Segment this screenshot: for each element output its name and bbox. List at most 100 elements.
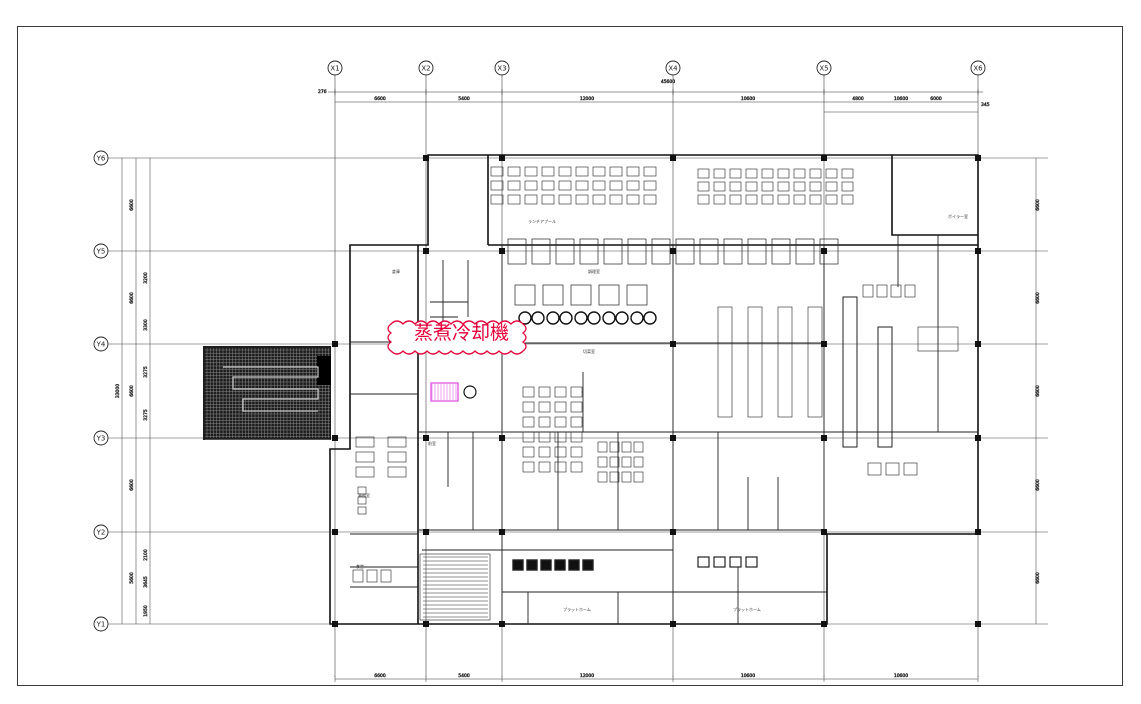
- interior-walls: [350, 235, 978, 624]
- equipment-item: [609, 180, 623, 191]
- room-label: プラットホーム: [563, 606, 591, 612]
- equipment-item: [522, 446, 535, 458]
- dim-extra-right: 345: [981, 102, 990, 108]
- column: [670, 621, 676, 627]
- equipment-item: [524, 180, 538, 191]
- column: [821, 529, 827, 535]
- equipment-item: [609, 194, 623, 205]
- equipment-item: [675, 238, 695, 265]
- equipment-item: [793, 194, 806, 205]
- equipment-item: [490, 194, 504, 205]
- dim-total-left: 33000: [115, 384, 121, 398]
- equipment-item: [524, 194, 538, 205]
- grid-bubble-x: X1: [327, 60, 343, 76]
- callout: 蒸煮冷却機: [387, 320, 527, 355]
- column: [670, 529, 676, 535]
- column: [821, 435, 827, 441]
- equipment-item: [558, 194, 572, 205]
- equipment-item: [512, 559, 524, 571]
- dim-label-right: 6600: [1035, 292, 1041, 304]
- equipment-item: [366, 569, 378, 583]
- equipment-item: [352, 569, 364, 583]
- dim-total-top: 45600: [661, 79, 675, 85]
- grid-label-x: X2: [421, 65, 430, 73]
- column: [332, 621, 338, 627]
- grid-bubble-x: X4: [665, 60, 681, 76]
- equipment-item: [555, 238, 575, 265]
- column: [423, 529, 429, 535]
- equipment-layout: [352, 166, 959, 583]
- equipment-item: [387, 466, 407, 478]
- column: [332, 529, 338, 535]
- equipment-item: [877, 326, 893, 448]
- equipment-item: [621, 471, 632, 483]
- dim-label-top: 4800: [852, 96, 864, 102]
- dim-label-bottom: 6600: [374, 673, 386, 679]
- equipment-item: [540, 559, 552, 571]
- equipment-item: [842, 296, 858, 448]
- equipment-item: [575, 194, 589, 205]
- grid-label-y: Y6: [96, 155, 106, 163]
- equipment-item: [825, 168, 838, 179]
- room-label: ボイラー室: [948, 213, 968, 219]
- equipment-item: [713, 181, 726, 192]
- equipment-item: [713, 194, 726, 205]
- dim-label-bottom: 10600: [741, 673, 755, 679]
- column: [423, 248, 429, 254]
- equipment-item: [729, 556, 742, 568]
- equipment-item: [526, 559, 538, 571]
- column: [670, 341, 676, 347]
- kettle: [643, 311, 657, 325]
- equipment-item: [643, 166, 657, 177]
- highlighted-equipment: [430, 382, 459, 402]
- equipment-item: [841, 194, 854, 205]
- equipment-item: [697, 194, 710, 205]
- equipment-item: [538, 461, 551, 473]
- dim-label-right: 6600: [1035, 572, 1041, 584]
- dim-extra-left: 276: [318, 89, 327, 95]
- equipment-item: [522, 401, 535, 413]
- equipment-item: [575, 166, 589, 177]
- equipment-item: [609, 166, 623, 177]
- column: [332, 435, 338, 441]
- grid-label-x: X4: [668, 65, 678, 73]
- column: [332, 341, 338, 347]
- column: [670, 435, 676, 441]
- grid-bubble-y: Y5: [93, 243, 109, 259]
- column: [975, 248, 981, 254]
- grid-bubble-y: Y4: [93, 336, 109, 352]
- equipment-item: [357, 486, 367, 495]
- equipment-item: [592, 166, 606, 177]
- equipment-item: [729, 181, 742, 192]
- grid-label-x: X5: [819, 65, 828, 73]
- equipment-item: [885, 462, 900, 476]
- room-label: 倉庫: [392, 268, 400, 274]
- equipment-item: [819, 238, 839, 265]
- dim-label-top: 6600: [374, 96, 386, 102]
- equipment-item: [627, 238, 647, 265]
- equipment-item: [761, 181, 774, 192]
- equipment-item: [699, 238, 719, 265]
- column: [975, 155, 981, 161]
- grid-label-y: Y4: [96, 341, 106, 349]
- equipment-item: [507, 238, 527, 265]
- equipment-item: [522, 416, 535, 428]
- equipment-item: [807, 306, 823, 418]
- equipment-item: [570, 386, 583, 398]
- equipment-item: [355, 451, 375, 463]
- equipment-item: [793, 181, 806, 192]
- equipment-item: [507, 194, 521, 205]
- equipment-item: [597, 441, 608, 453]
- dim-label-right: 6600: [1035, 385, 1041, 397]
- equipment-item: [357, 496, 367, 505]
- column: [975, 341, 981, 347]
- dim-label-left-group: 5600: [129, 572, 135, 584]
- grid-bubble-y: Y1: [93, 616, 109, 632]
- equipment-item: [745, 168, 758, 179]
- equipment-item: [841, 181, 854, 192]
- grid-label-y: Y2: [96, 529, 106, 537]
- column: [423, 155, 429, 161]
- grid-label-y: Y5: [96, 248, 106, 256]
- column: [821, 621, 827, 627]
- equipment-item: [603, 238, 623, 265]
